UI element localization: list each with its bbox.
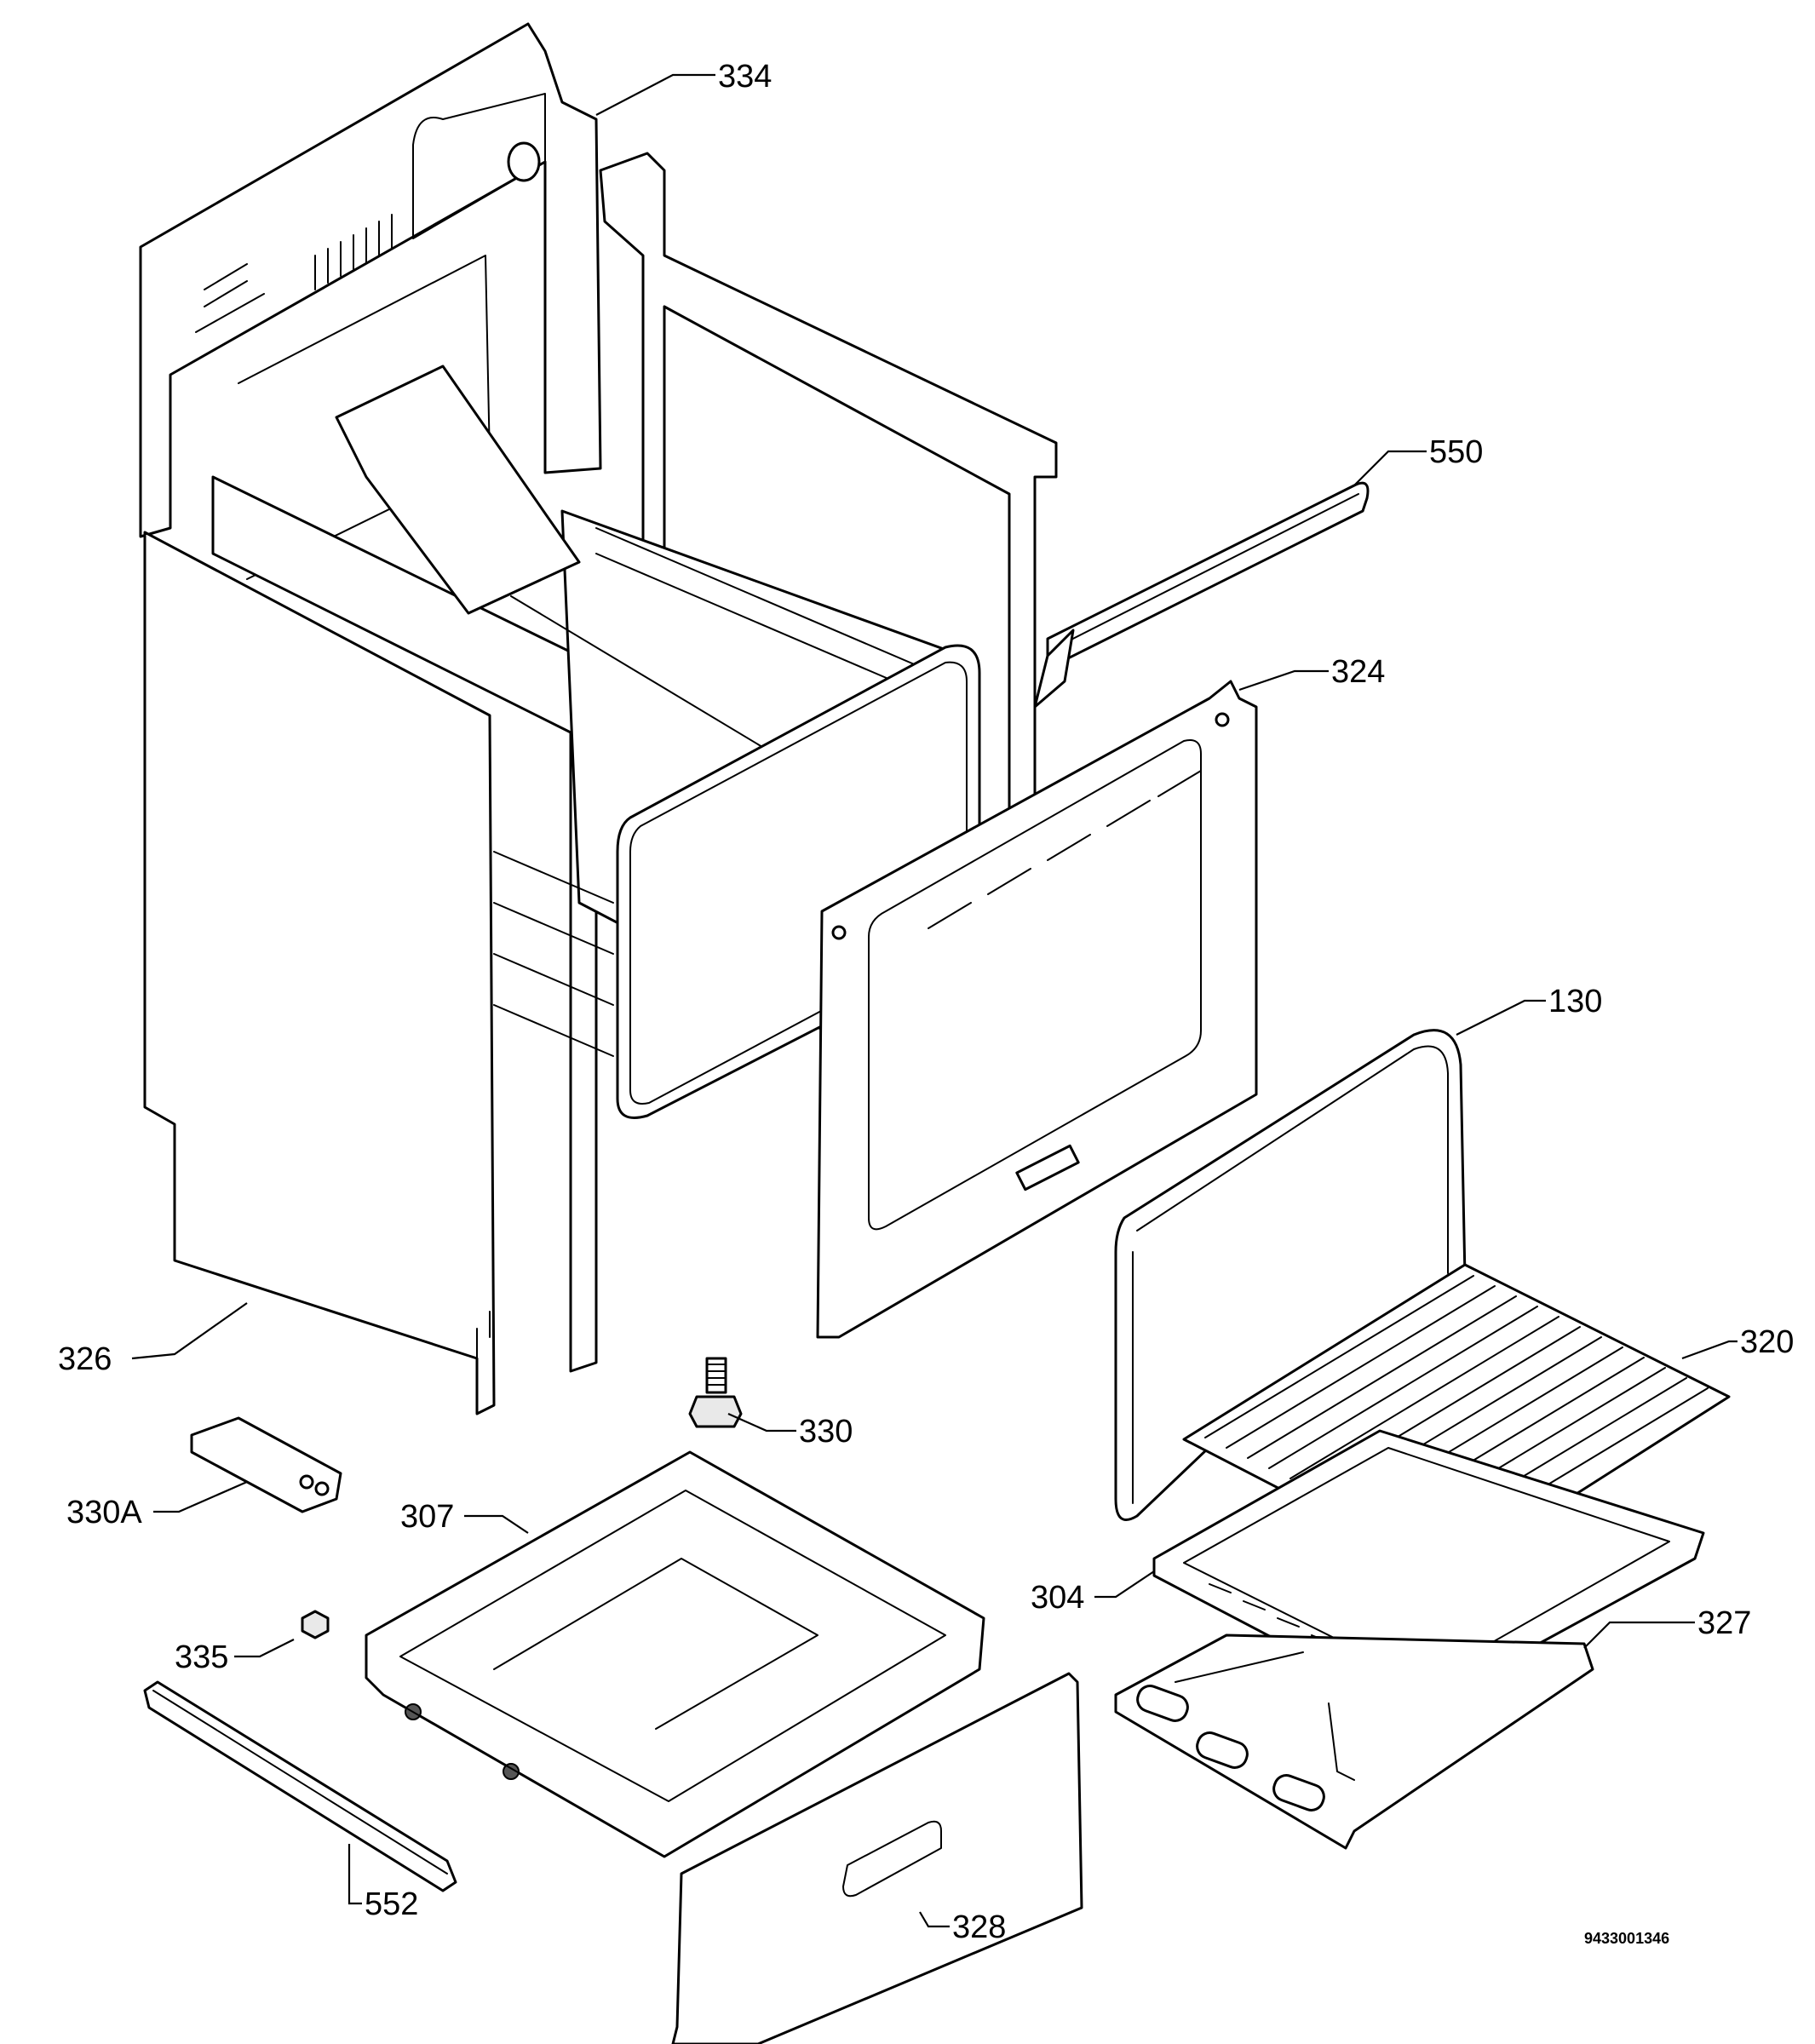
side-panel-part[interactable] [143,531,496,1415]
foot-bolt-part[interactable] [688,1357,743,1428]
back-panel-part[interactable] [139,22,602,580]
callout-304: 304 [1031,1580,1084,1616]
callout-326: 326 [58,1341,112,1377]
drawer-tray-part[interactable] [365,1450,985,1858]
door-gasket-part[interactable] [1114,1029,1467,1521]
bottom-plate-part[interactable] [1114,1633,1594,1850]
callout-550: 550 [1429,434,1483,470]
front-frame-part[interactable] [816,680,1258,1339]
document-number: 9433001346 [1584,1930,1669,1947]
callout-307: 307 [400,1499,454,1535]
callout-328: 328 [952,1909,1006,1945]
callout-320: 320 [1740,1324,1794,1360]
screw-part[interactable] [301,1610,330,1639]
callout-335: 335 [175,1639,228,1675]
callout-324: 324 [1331,654,1385,690]
callout-130: 130 [1548,984,1602,1019]
callout-334: 334 [718,59,772,95]
callout-327: 327 [1697,1605,1751,1641]
bracket-part[interactable] [190,1416,342,1513]
callout-552: 552 [365,1886,418,1922]
callout-330A: 330A [66,1495,142,1530]
callout-330: 330 [799,1414,853,1450]
drawer-front-part[interactable] [671,1672,1083,2044]
runner-bar-part[interactable] [143,1680,457,1892]
rail-part[interactable] [1033,481,1370,709]
